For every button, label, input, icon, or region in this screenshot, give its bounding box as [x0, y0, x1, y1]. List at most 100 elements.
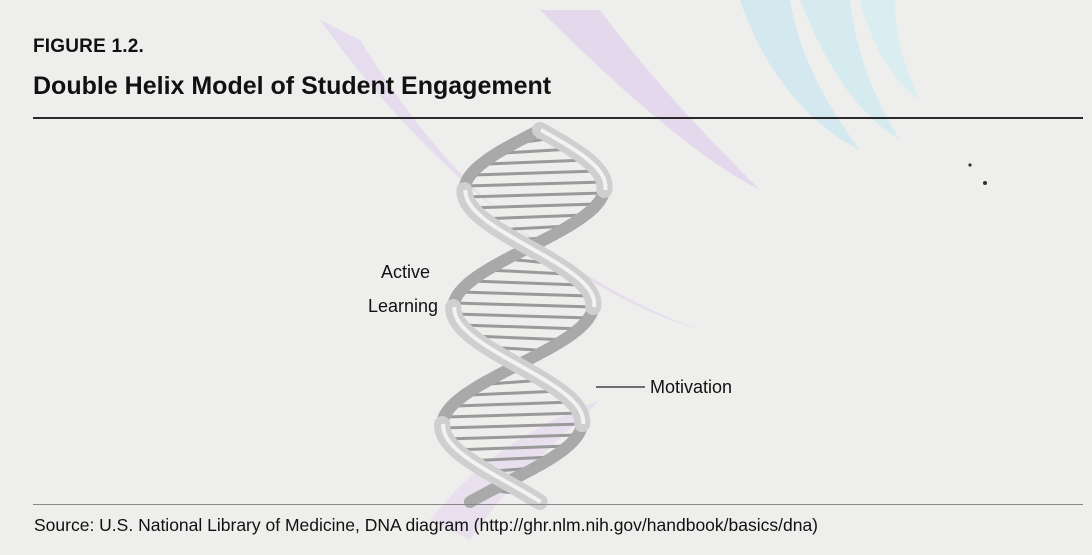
helix-strand-highlight — [541, 377, 549, 384]
helix-strand-highlight — [555, 386, 563, 393]
helix-strand-highlight — [480, 341, 488, 348]
helix-strand-highlight — [478, 464, 486, 471]
helix-rung — [452, 444, 569, 452]
helix-strand-highlight — [584, 284, 591, 291]
helix-strand-highlight — [448, 440, 454, 447]
helix-strand-highlight — [476, 338, 484, 345]
helix-strand-highlight — [485, 344, 493, 351]
helix-strand-highlight — [525, 491, 533, 498]
stray-dot — [968, 163, 972, 167]
helix-strand-highlight — [551, 383, 559, 390]
helix-strand-highlight — [586, 287, 593, 294]
label-learning: Learning — [368, 296, 439, 316]
helix-strand-highlight — [488, 221, 496, 228]
helix-strand-highlight — [512, 236, 520, 243]
helix-strand-highlight — [559, 389, 567, 396]
helix-rung — [464, 191, 604, 199]
helix-strand-highlight — [516, 362, 524, 369]
helix-strand-highlight — [453, 446, 460, 453]
helix-strand-highlight — [550, 134, 558, 141]
helix-strand-highlight — [450, 443, 457, 450]
helix-strand-highlight — [507, 233, 515, 240]
helix-strand-highlight — [579, 152, 586, 159]
helix-strand-highlight — [459, 323, 466, 330]
helix-strand-highlight — [445, 437, 452, 444]
helix-strand-highlight — [548, 257, 557, 264]
helix-strand-highlight — [463, 192, 469, 197]
helix-strand-highlight — [573, 401, 579, 408]
helix-strand-highlight — [471, 206, 477, 213]
helix-strand-highlight — [590, 161, 597, 168]
helix-strand-highlight — [473, 461, 481, 468]
helix-strand-highlight — [444, 435, 450, 440]
helix-strand-highlight — [567, 395, 574, 402]
figure-title: Double Helix Model of Student Engagement — [33, 72, 552, 100]
helix-strand-highlight — [472, 335, 479, 342]
helix-strand-highlight — [571, 272, 579, 279]
helix-strand-highlight — [590, 294, 596, 299]
helix-strand-highlight — [546, 380, 554, 387]
title-divider — [33, 117, 1083, 119]
source-divider — [33, 504, 1083, 505]
helix-strand-highlight — [493, 473, 501, 480]
helix-strand-highlight — [500, 353, 508, 360]
helix-strand-highlight — [452, 309, 457, 314]
helix-strand-highlight — [504, 479, 512, 486]
helix-strand-highlight — [583, 155, 590, 162]
helix-strand-highlight — [545, 131, 553, 138]
helix-strand-highlight — [490, 347, 498, 354]
helix-strand-highlight — [522, 242, 530, 249]
helix-strand-segment — [463, 493, 482, 508]
helix-strand-highlight — [442, 432, 448, 437]
helix-strand-highlight — [581, 281, 588, 288]
helix-strand-highlight — [565, 143, 573, 150]
helix-rung — [453, 301, 594, 309]
helix-strand-highlight — [464, 195, 469, 200]
helix-strand-highlight — [495, 350, 503, 357]
helix-strand-highlight — [468, 203, 475, 210]
helix-rung — [473, 169, 599, 177]
helix-strand-highlight — [560, 140, 568, 147]
stray-dot — [983, 181, 987, 185]
helix-strand-highlight — [455, 317, 461, 324]
helix-strand-highlight — [579, 411, 584, 416]
helix-strand-highlight — [553, 260, 561, 267]
helix-strand-highlight — [505, 356, 513, 363]
helix-rung — [454, 312, 592, 320]
helix-rung — [487, 268, 567, 276]
helix-strand-highlight — [466, 200, 473, 207]
helix-strand-highlight — [575, 275, 582, 282]
helix-rung — [442, 422, 583, 430]
helix-strand-highlight — [480, 215, 487, 222]
helix-strand-highlight — [570, 146, 578, 153]
helix-strand-highlight — [540, 128, 548, 135]
helix-strand-highlight — [488, 470, 496, 477]
helix-strand-highlight — [521, 365, 529, 372]
helix-strand-highlight — [601, 177, 607, 182]
helix-strand-highlight — [538, 251, 546, 258]
helix-strand-highlight — [580, 414, 585, 419]
helix-strand-highlight — [465, 329, 472, 336]
helix-strand-highlight — [460, 452, 468, 459]
label-active: Active — [381, 262, 431, 282]
helix-rung — [466, 180, 604, 188]
helix-strand-highlight — [570, 398, 577, 405]
helix-strand-highlight — [567, 269, 575, 276]
helix-strand-highlight — [517, 239, 525, 246]
helix-strand-highlight — [536, 374, 545, 381]
helix-strand-highlight — [534, 497, 542, 504]
helix-strand-highlight — [591, 297, 597, 302]
helix-strand-highlight — [457, 449, 464, 456]
helix-strand-highlight — [602, 180, 608, 185]
helix-rung — [446, 411, 581, 419]
helix-strand-highlight — [452, 312, 458, 317]
helix-strand-highlight — [578, 278, 585, 285]
helix-strand-highlight — [575, 149, 582, 156]
helix-strand-highlight — [465, 198, 471, 203]
helix-rung — [470, 389, 561, 397]
helix-strand-highlight — [498, 476, 506, 483]
helix-strand-highlight — [577, 408, 583, 413]
helix-strand-highlight — [598, 170, 604, 177]
helix-strand-highlight — [543, 254, 552, 261]
